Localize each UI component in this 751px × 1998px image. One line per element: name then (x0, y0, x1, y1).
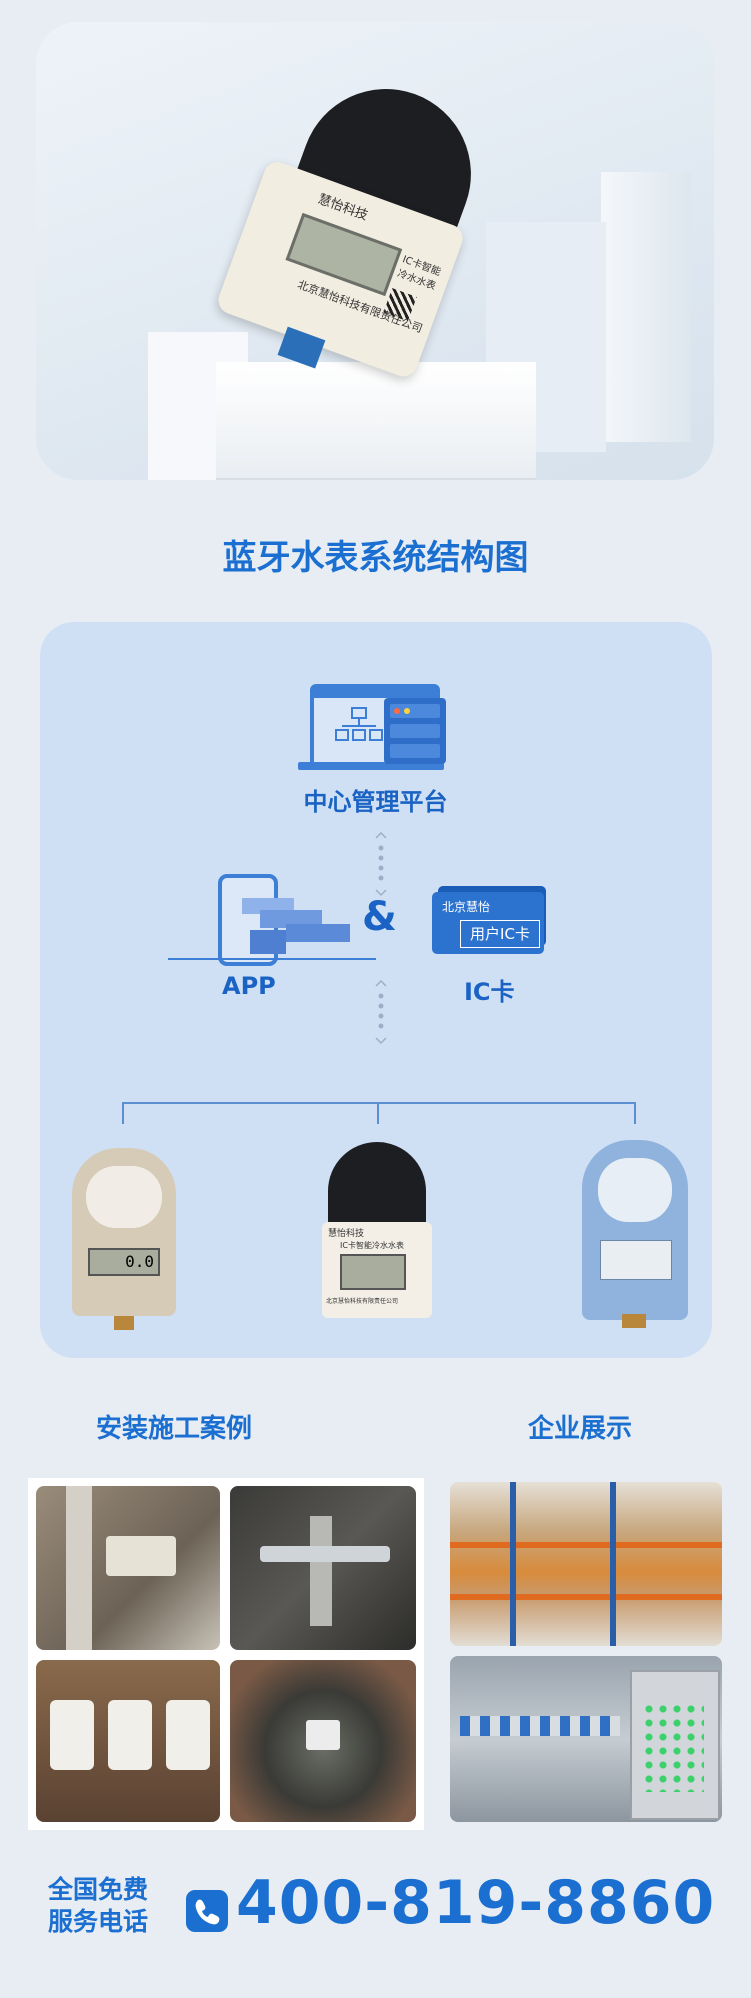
factory-photo (450, 1656, 722, 1822)
meter-in-photo (106, 1536, 176, 1576)
meter-in-photo (50, 1700, 94, 1770)
warehouse-photo (450, 1482, 722, 1646)
meter-test-line (460, 1716, 620, 1736)
pedestal-tall (601, 172, 691, 442)
branch-line (377, 1102, 379, 1124)
app-baseline (168, 958, 376, 960)
branch-line (634, 1102, 636, 1124)
branch-line (122, 1102, 124, 1124)
hotline-caption-line1: 全国免费 (48, 1875, 149, 1904)
cabinet-leds (642, 1702, 704, 1792)
install-title: 安装施工案例 (96, 1414, 253, 1444)
meter-pipe (622, 1314, 646, 1328)
meter-model: IC卡智能冷水水表 (395, 254, 443, 293)
network-icon (335, 707, 383, 741)
meter-cover (328, 1142, 426, 1232)
install-photo (230, 1486, 416, 1650)
install-photo (36, 1660, 220, 1822)
meter-in-photo (166, 1700, 210, 1770)
hotline-number[interactable]: 400-819-8860 (236, 1868, 716, 1938)
ampersand: & (362, 894, 397, 940)
meter-dial (86, 1166, 162, 1228)
system-title: 蓝牙水表系统结构图 (222, 538, 529, 578)
ic-label: IC卡 (464, 978, 515, 1006)
laptop-base (298, 762, 444, 770)
control-cabinet (630, 1670, 720, 1820)
phone-icon (186, 1890, 228, 1932)
shelf-beam (450, 1542, 722, 1548)
stairs-block (260, 910, 322, 928)
marble-pedestal (216, 362, 536, 480)
meter-pipe (114, 1316, 134, 1330)
server-row (390, 744, 440, 758)
meter-lcd: 0.0 (88, 1248, 160, 1276)
server-icon (384, 698, 446, 764)
meter-body: 慧怡科技 IC卡智能冷水水表 北京慧怡科技有限责任公司 (322, 1222, 432, 1318)
pipe-in-photo (66, 1486, 92, 1650)
meter-lcd (340, 1254, 406, 1290)
shelf-post (610, 1482, 616, 1646)
branch-line (122, 1102, 636, 1104)
ic-card-icon: 北京慧怡 用户IC卡 (432, 892, 544, 954)
shelf-beam (450, 1594, 722, 1600)
meter-brand: 慧怡科技 (328, 1229, 365, 1239)
server-row (390, 724, 440, 738)
manifold-in-photo (310, 1516, 332, 1626)
blue-water-meter (582, 1140, 688, 1328)
install-photo (230, 1660, 416, 1822)
platform-label: 中心管理平台 (303, 788, 448, 816)
hero-banner: 慧怡科技 IC卡智能冷水水表 北京慧怡科技有限责任公司 (36, 22, 714, 480)
handset-icon (195, 1899, 220, 1925)
black-water-meter: 慧怡科技 IC卡智能冷水水表 北京慧怡科技有限责任公司 (322, 1142, 432, 1322)
card-line1: 北京慧怡 (442, 900, 491, 914)
install-photo (36, 1486, 220, 1650)
meter-brand: 慧怡科技 (315, 191, 370, 224)
shelf-post (510, 1482, 516, 1646)
card-line2: 用户IC卡 (460, 920, 540, 948)
hotline-caption-line2: 服务电话 (48, 1907, 149, 1936)
company-title: 企业展示 (528, 1414, 633, 1444)
laptop-titlebar (314, 688, 436, 698)
app-label: APP (222, 972, 276, 1000)
beige-water-meter: 0.0 (72, 1148, 176, 1330)
meter-dial (598, 1158, 672, 1222)
meter-label-plate (600, 1240, 672, 1280)
meters-in-photo (260, 1546, 390, 1562)
stairs-block (286, 924, 350, 942)
server-row (390, 704, 440, 718)
meter-in-photo (108, 1700, 152, 1770)
hotline-caption: 全国免费 服务电话 (48, 1874, 148, 1938)
meter-model: IC卡智能冷水水表 (340, 1241, 404, 1250)
dots-arrow-icon (375, 831, 387, 897)
connector-dots-bottom (373, 979, 389, 1052)
install-photo-grid (28, 1478, 424, 1830)
server-led (394, 708, 400, 714)
stairs-block (250, 930, 286, 954)
server-led (404, 708, 410, 714)
dots-arrow-icon (375, 979, 387, 1045)
connector-dots-top (373, 831, 389, 904)
meter-maker: 北京慧怡科技有限责任公司 (326, 1298, 399, 1305)
meter-in-photo (306, 1720, 340, 1750)
